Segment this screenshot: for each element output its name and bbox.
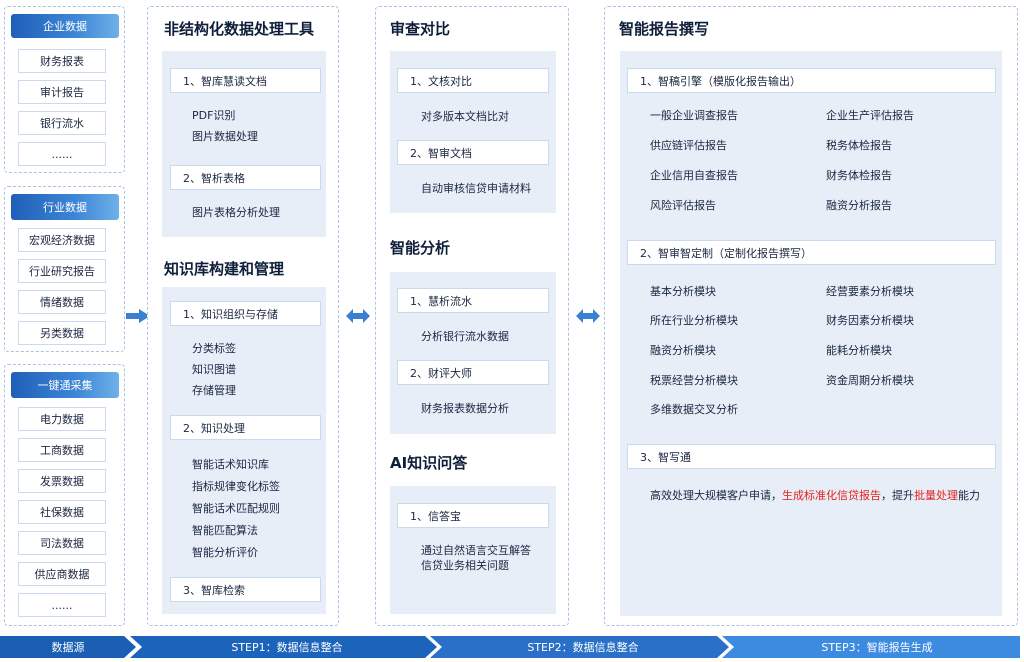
source-item[interactable]: 电力数据 bbox=[18, 407, 106, 431]
report-item: 风险评估报告 bbox=[650, 199, 716, 212]
report-item: 能耗分析模块 bbox=[826, 344, 892, 357]
arrow-right-icon bbox=[126, 309, 150, 323]
report-heading-template[interactable]: 1、智稿引擎（模版化报告输出） bbox=[627, 68, 996, 93]
kb-item: 指标规律变化标签 bbox=[192, 480, 280, 493]
kb-heading[interactable]: 2、知识处理 bbox=[170, 415, 321, 440]
step-segment-source bbox=[0, 636, 136, 658]
section-title-review: 审查对比 bbox=[390, 20, 451, 38]
report-heading-batch[interactable]: 3、智写通 bbox=[627, 444, 996, 469]
step-segment-3 bbox=[722, 636, 1020, 658]
kb-item: 智能分析评价 bbox=[192, 546, 258, 559]
kb-item: 智能话术知识库 bbox=[192, 458, 269, 471]
report-item: 供应链评估报告 bbox=[650, 139, 727, 152]
source-item[interactable]: 财务报表 bbox=[18, 49, 106, 73]
step-label-3: STEP3：智能报告生成 bbox=[821, 641, 933, 654]
report-item: 经营要素分析模块 bbox=[826, 285, 914, 298]
source-item[interactable]: 另类数据 bbox=[18, 321, 106, 345]
kb-item: 分类标签 bbox=[192, 342, 236, 355]
report-item: 税票经营分析模块 bbox=[650, 374, 738, 387]
source-item[interactable]: 司法数据 bbox=[18, 531, 106, 555]
arrow-double-icon bbox=[346, 309, 370, 323]
source-item[interactable]: 供应商数据 bbox=[18, 562, 106, 586]
kb-item: 知识图谱 bbox=[192, 363, 236, 376]
section-title-report: 智能报告撰写 bbox=[619, 20, 710, 38]
analysis-item: 分析银行流水数据 bbox=[421, 330, 509, 343]
step-bar bbox=[0, 636, 1020, 658]
report-item: 融资分析模块 bbox=[650, 344, 716, 357]
step-label-source: 数据源 bbox=[51, 641, 85, 654]
step-segment-1 bbox=[130, 636, 437, 658]
step-segment-2 bbox=[430, 636, 729, 658]
kb-item: 存储管理 bbox=[192, 384, 236, 397]
report-item: 一般企业调查报告 bbox=[650, 109, 738, 122]
kb-item: 智能话术匹配规则 bbox=[192, 502, 280, 515]
source-item[interactable]: 发票数据 bbox=[18, 469, 106, 493]
report-item: 资金周期分析模块 bbox=[826, 374, 914, 387]
source-item-more[interactable]: ...... bbox=[18, 142, 106, 166]
report-item: 财务因素分析模块 bbox=[826, 314, 914, 327]
kb-heading[interactable]: 1、知识组织与存储 bbox=[170, 301, 321, 326]
source-item[interactable]: 宏观经济数据 bbox=[18, 228, 106, 252]
source-group-collection bbox=[4, 364, 125, 626]
report-item: 多维数据交叉分析 bbox=[650, 403, 738, 416]
source-item[interactable]: 社保数据 bbox=[18, 500, 106, 524]
source-header-industry: 行业数据 bbox=[11, 194, 119, 220]
batch-text-part: ，提升 bbox=[881, 489, 914, 502]
report-item: 所在行业分析模块 bbox=[650, 314, 738, 327]
kb-heading[interactable]: 3、智库检索 bbox=[170, 577, 321, 602]
qa-item: 通过自然语言交互解答 bbox=[421, 544, 531, 557]
panel-report bbox=[620, 51, 1002, 616]
qa-heading[interactable]: 1、信答宝 bbox=[397, 503, 549, 528]
report-item: 基本分析模块 bbox=[650, 285, 716, 298]
analysis-heading[interactable]: 1、慧析流水 bbox=[397, 288, 549, 313]
tool-heading[interactable]: 2、智析表格 bbox=[170, 165, 321, 190]
step-label-1: STEP1：数据信息整合 bbox=[231, 641, 343, 654]
report-heading-custom[interactable]: 2、智审智定制（定制化报告撰写） bbox=[627, 240, 996, 265]
source-item[interactable]: 审计报告 bbox=[18, 80, 106, 104]
arrow-double-icon bbox=[576, 309, 600, 323]
analysis-item: 财务报表数据分析 bbox=[421, 402, 509, 415]
qa-item: 信贷业务相关问题 bbox=[421, 559, 509, 572]
source-item[interactable]: 银行流水 bbox=[18, 111, 106, 135]
review-heading[interactable]: 1、文核对比 bbox=[397, 68, 549, 93]
section-title-unstructured: 非结构化数据处理工具 bbox=[164, 20, 315, 38]
report-item: 税务体检报告 bbox=[826, 139, 892, 152]
batch-text-part: 能力 bbox=[958, 489, 980, 502]
batch-text-highlight: 批量处理 bbox=[914, 489, 958, 502]
source-item-more[interactable]: ...... bbox=[18, 593, 106, 617]
source-item[interactable]: 行业研究报告 bbox=[18, 259, 106, 283]
source-header-enterprise: 企业数据 bbox=[11, 14, 119, 38]
report-item: 财务体检报告 bbox=[826, 169, 892, 182]
panel-knowledge-base bbox=[162, 287, 326, 614]
section-title-analysis: 智能分析 bbox=[390, 239, 451, 257]
kb-item: 智能匹配算法 bbox=[192, 524, 258, 537]
report-item: 融资分析报告 bbox=[826, 199, 892, 212]
batch-text-highlight: 生成标准化信贷报告 bbox=[782, 489, 881, 502]
batch-text-part: 高效处理大规模客户申请， bbox=[650, 489, 782, 502]
tool-item: PDF识别 bbox=[192, 109, 236, 122]
section-title-ai-qa: AI知识问答 bbox=[390, 454, 468, 472]
report-batch-text: 高效处理大规模客户申请，生成标准化信贷报告，提升批量处理能力 bbox=[650, 489, 980, 503]
report-item: 企业生产评估报告 bbox=[826, 109, 914, 122]
report-item: 企业信用自查报告 bbox=[650, 169, 738, 182]
source-item[interactable]: 工商数据 bbox=[18, 438, 106, 462]
tool-item: 图片数据处理 bbox=[192, 130, 258, 143]
review-item: 自动审核信贷申请材料 bbox=[421, 182, 531, 195]
review-item: 对多版本文档比对 bbox=[421, 110, 509, 123]
review-heading[interactable]: 2、智审文档 bbox=[397, 140, 549, 165]
source-item[interactable]: 情绪数据 bbox=[18, 290, 106, 314]
step-label-2: STEP2：数据信息整合 bbox=[527, 641, 639, 654]
source-header-collection: 一键通采集 bbox=[11, 372, 119, 398]
section-title-knowledge-base: 知识库构建和管理 bbox=[164, 260, 285, 278]
analysis-heading[interactable]: 2、财评大师 bbox=[397, 360, 549, 385]
tool-item: 图片表格分析处理 bbox=[192, 206, 280, 219]
tool-heading[interactable]: 1、智库慧读文档 bbox=[170, 68, 321, 93]
